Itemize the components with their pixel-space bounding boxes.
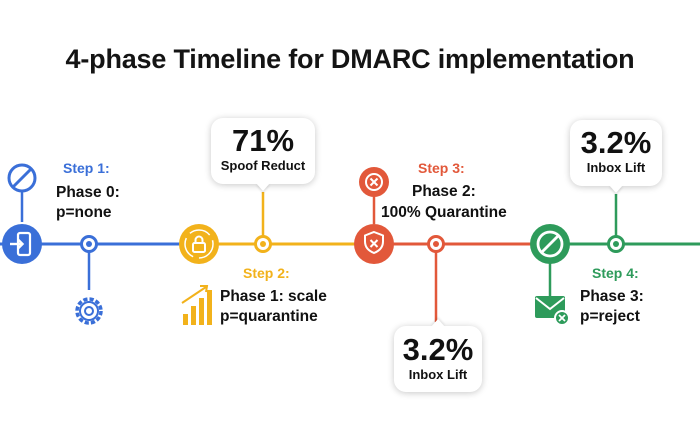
step-label-3: Step 3: <box>418 160 465 176</box>
timeline-node <box>607 235 625 253</box>
step-label-2: Step 2: <box>243 265 290 281</box>
callout-inbox-lift: 3.2% Inbox Lift <box>570 120 662 186</box>
login-icon <box>2 224 42 264</box>
callout-label: Spoof Reduct <box>220 158 306 173</box>
phase-detail-3: 100% Quarantine <box>381 204 507 221</box>
phase-title-2: Phase 1: scale <box>220 288 327 305</box>
timeline-node <box>80 235 98 253</box>
callout-label: Inbox Lift <box>408 367 468 382</box>
callout-spoof-reduction: 71% Spoof Reduct <box>211 118 315 184</box>
callout-label: Inbox Lift <box>586 160 646 175</box>
step-label-1: Step 1: <box>63 160 110 176</box>
phase-title-1: Phase 0: <box>56 184 120 201</box>
callout-value: 3.2% <box>402 332 474 367</box>
mail-x-icon <box>535 296 570 326</box>
no-entry-icon <box>530 224 570 264</box>
callout-inbox-lift: 3.2% Inbox Lift <box>394 326 482 392</box>
phase-detail-4: p=reject <box>580 308 640 325</box>
diagram-title: 4-phase Timeline for DMARC implementatio… <box>65 44 635 74</box>
step-label-4: Step 4: <box>592 265 639 281</box>
bar-chart-icon <box>181 285 212 325</box>
timeline-node <box>427 235 445 253</box>
gear-icon <box>75 297 103 325</box>
x-circle-icon <box>359 167 389 197</box>
callout-value: 71% <box>231 123 295 158</box>
phase-detail-2: p=quarantine <box>220 308 318 325</box>
no-entry-icon <box>7 163 37 193</box>
phase-detail-1: p=none <box>56 204 112 221</box>
phase-title-4: Phase 3: <box>580 288 644 305</box>
phase-title-3: Phase 2: <box>412 183 476 200</box>
shield-x-icon <box>354 224 394 264</box>
lock-icon <box>179 224 219 264</box>
callout-value: 3.2% <box>580 125 652 160</box>
timeline-node <box>254 235 272 253</box>
